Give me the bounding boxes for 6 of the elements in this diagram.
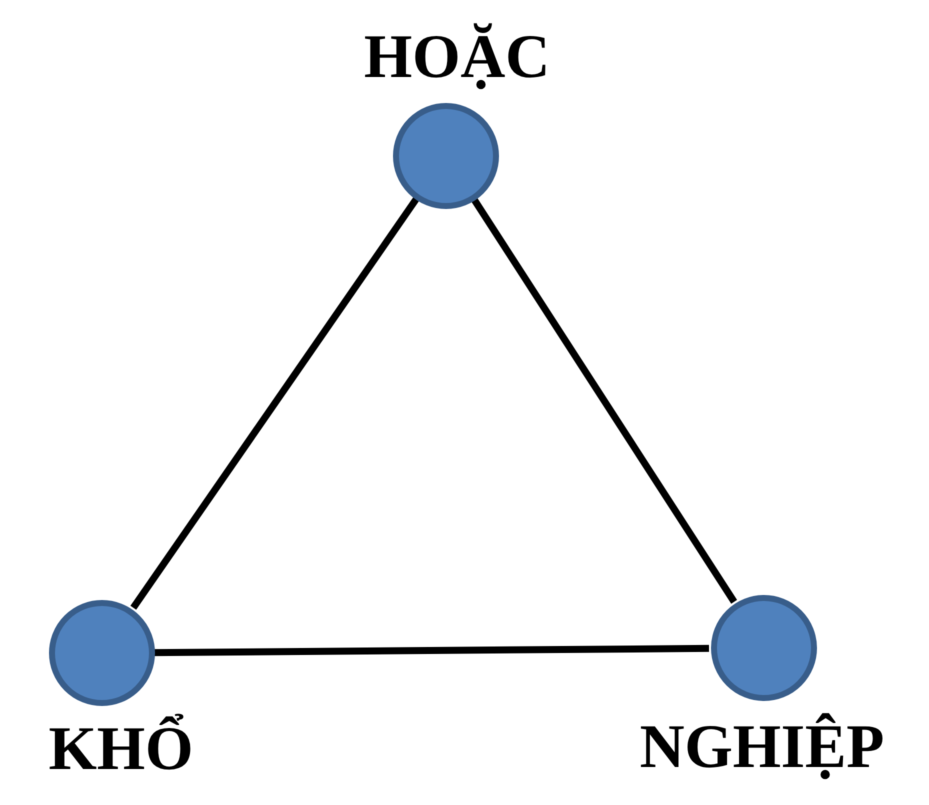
connector-line [152, 644, 710, 656]
connector-line [470, 196, 738, 604]
connector-line [130, 196, 420, 610]
node-label: KHỔ [48, 712, 194, 785]
node-label: HOẶC [363, 22, 551, 93]
node-label: NGHIỆP [638, 712, 886, 783]
